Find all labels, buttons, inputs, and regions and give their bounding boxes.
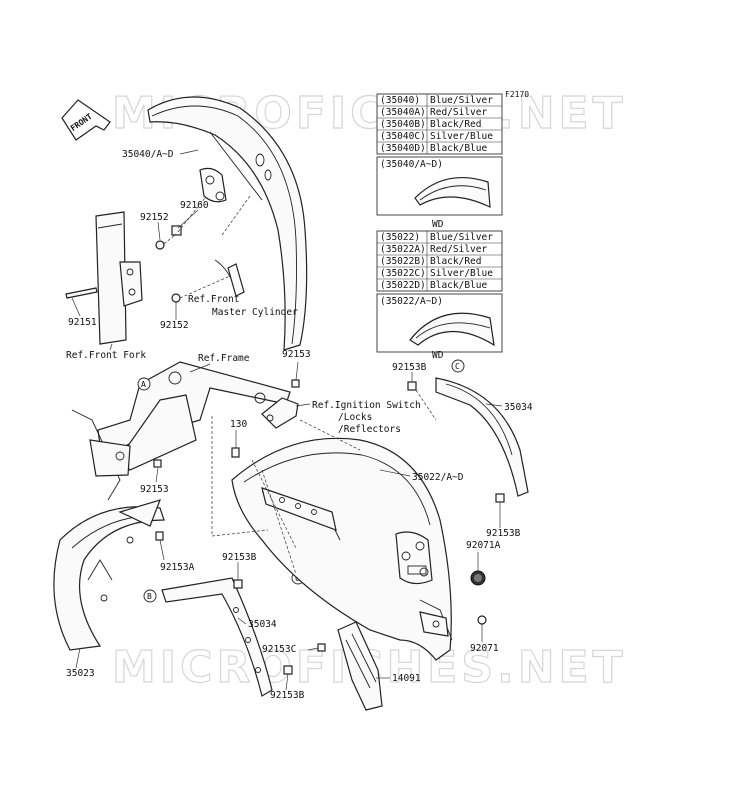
rear-color-0: Blue/Silver — [430, 232, 493, 243]
front-color-0: Blue/Silver — [430, 95, 493, 106]
part-130: 130 — [230, 419, 247, 430]
part-35034-left: 35034 — [248, 619, 277, 630]
rear-color-3: Silver/Blue — [430, 268, 493, 279]
part-92071A: 92071A — [466, 540, 501, 551]
part-35022: 35022/A~D — [412, 472, 464, 483]
part-92153B-right: 92153B — [486, 528, 521, 539]
front-code-2: (35040B) — [380, 119, 426, 130]
washer-92152-a — [155, 240, 165, 250]
nut-92160 — [171, 225, 182, 236]
bolt-92153-b — [153, 459, 162, 468]
wd-label-rail: WD — [432, 350, 444, 361]
part-92153B-left: 92153B — [222, 552, 257, 563]
svg-text:A: A — [141, 380, 146, 389]
grommet-92071 — [477, 615, 487, 625]
brake-hose-clamp — [214, 259, 245, 297]
callout-c-1: C — [451, 359, 465, 373]
front-color-2: Black/Red — [430, 119, 481, 130]
rear-color-4: Black/Blue — [430, 280, 487, 291]
rear-fender-stripe-shape — [409, 312, 495, 347]
front-code-4: (35040D) — [380, 143, 426, 154]
front-color-1: Red/Silver — [430, 107, 487, 118]
mudflap-14091 — [337, 621, 383, 711]
rear-code-0: (35022) — [380, 232, 420, 243]
nut-92153B-right — [495, 493, 505, 503]
nut-92153C — [317, 643, 326, 652]
nut-92153B-bottom — [283, 665, 293, 675]
front-stripe-caption: (35040/A~D) — [380, 159, 443, 170]
part-35040: 35040/A~D — [122, 149, 174, 160]
rear-code-3: (35022C) — [380, 268, 426, 279]
ignition-bracket — [261, 397, 299, 429]
bolt-92151 — [65, 287, 98, 299]
nut-92153B-top — [407, 381, 417, 391]
front-fender-color-table: (35040) Blue/Silver (35040A) Red/Silver … — [376, 93, 503, 155]
bolt-130 — [231, 447, 240, 458]
part-92160: 92160 — [180, 200, 209, 211]
front-fender-stripe-box: (35040/A~D) — [376, 156, 503, 216]
part-92153-b: 92153 — [140, 484, 169, 495]
part-35023: 35023 — [66, 668, 95, 679]
front-fender — [147, 96, 308, 351]
ref-front-master-2: Master Cylinder — [212, 307, 298, 318]
rear-color-1: Red/Silver — [430, 244, 487, 255]
diagram-code: F2170 — [505, 90, 529, 99]
ref-ignition-2: /Locks — [338, 412, 372, 423]
rear-fender-stripe-box: (35022/A~D) — [376, 293, 503, 353]
part-92153B-top: 92153B — [392, 362, 427, 373]
ref-front-master-1: Ref.Front — [188, 294, 239, 305]
part-92153B-bottom: 92153B — [270, 690, 305, 701]
rear-fender-color-table: (35022) Blue/Silver (35022A) Red/Silver … — [376, 230, 503, 292]
rear-code-1: (35022A) — [380, 244, 426, 255]
svg-text:C: C — [455, 362, 460, 371]
front-fender-stripe-shape — [414, 176, 491, 208]
part-35034-right: 35034 — [504, 402, 533, 413]
wd-label-table: WD — [432, 219, 444, 230]
svg-text:B: B — [147, 592, 152, 601]
front-code-3: (35040C) — [380, 131, 426, 142]
rear-code-2: (35022B) — [380, 256, 426, 267]
rear-code-4: (35022D) — [380, 280, 426, 291]
ref-frame: Ref.Frame — [198, 353, 250, 364]
rear-stripe-caption: (35022/A~D) — [380, 296, 443, 307]
rear-fender — [231, 437, 453, 661]
front-color-4: Black/Blue — [430, 143, 487, 154]
rail-35034-right — [435, 377, 529, 497]
part-92153-a: 92153 — [282, 349, 311, 360]
part-14091: 14091 — [392, 673, 421, 684]
callout-a-1: A — [137, 377, 151, 391]
callout-b-2: B — [143, 589, 157, 603]
ref-ignition-1: Ref.Ignition Switch — [312, 400, 421, 411]
part-92153A: 92153A — [160, 562, 195, 573]
bolt-92153A — [155, 531, 164, 541]
nut-92153B-left — [233, 579, 243, 589]
part-92152-b: 92152 — [160, 320, 189, 331]
front-code-0: (35040) — [380, 95, 420, 106]
part-92071: 92071 — [470, 643, 499, 654]
ref-ignition-3: /Reflectors — [338, 424, 401, 435]
front-color-3: Silver/Blue — [430, 131, 493, 142]
ref-front-fork: Ref.Front Fork — [66, 350, 146, 361]
bolt-92153-a — [291, 379, 300, 388]
front-code-1: (35040A) — [380, 107, 426, 118]
part-92152-a: 92152 — [140, 212, 169, 223]
front-fork — [95, 211, 143, 345]
part-92153C: 92153C — [262, 644, 296, 655]
part-92151: 92151 — [68, 317, 97, 328]
front-arrow-icon: FRONT — [61, 99, 111, 141]
rear-color-2: Black/Red — [430, 256, 481, 267]
washer-92152-b — [171, 293, 181, 303]
side-cover-35023 — [53, 499, 165, 651]
rail-35034-left — [161, 577, 273, 697]
